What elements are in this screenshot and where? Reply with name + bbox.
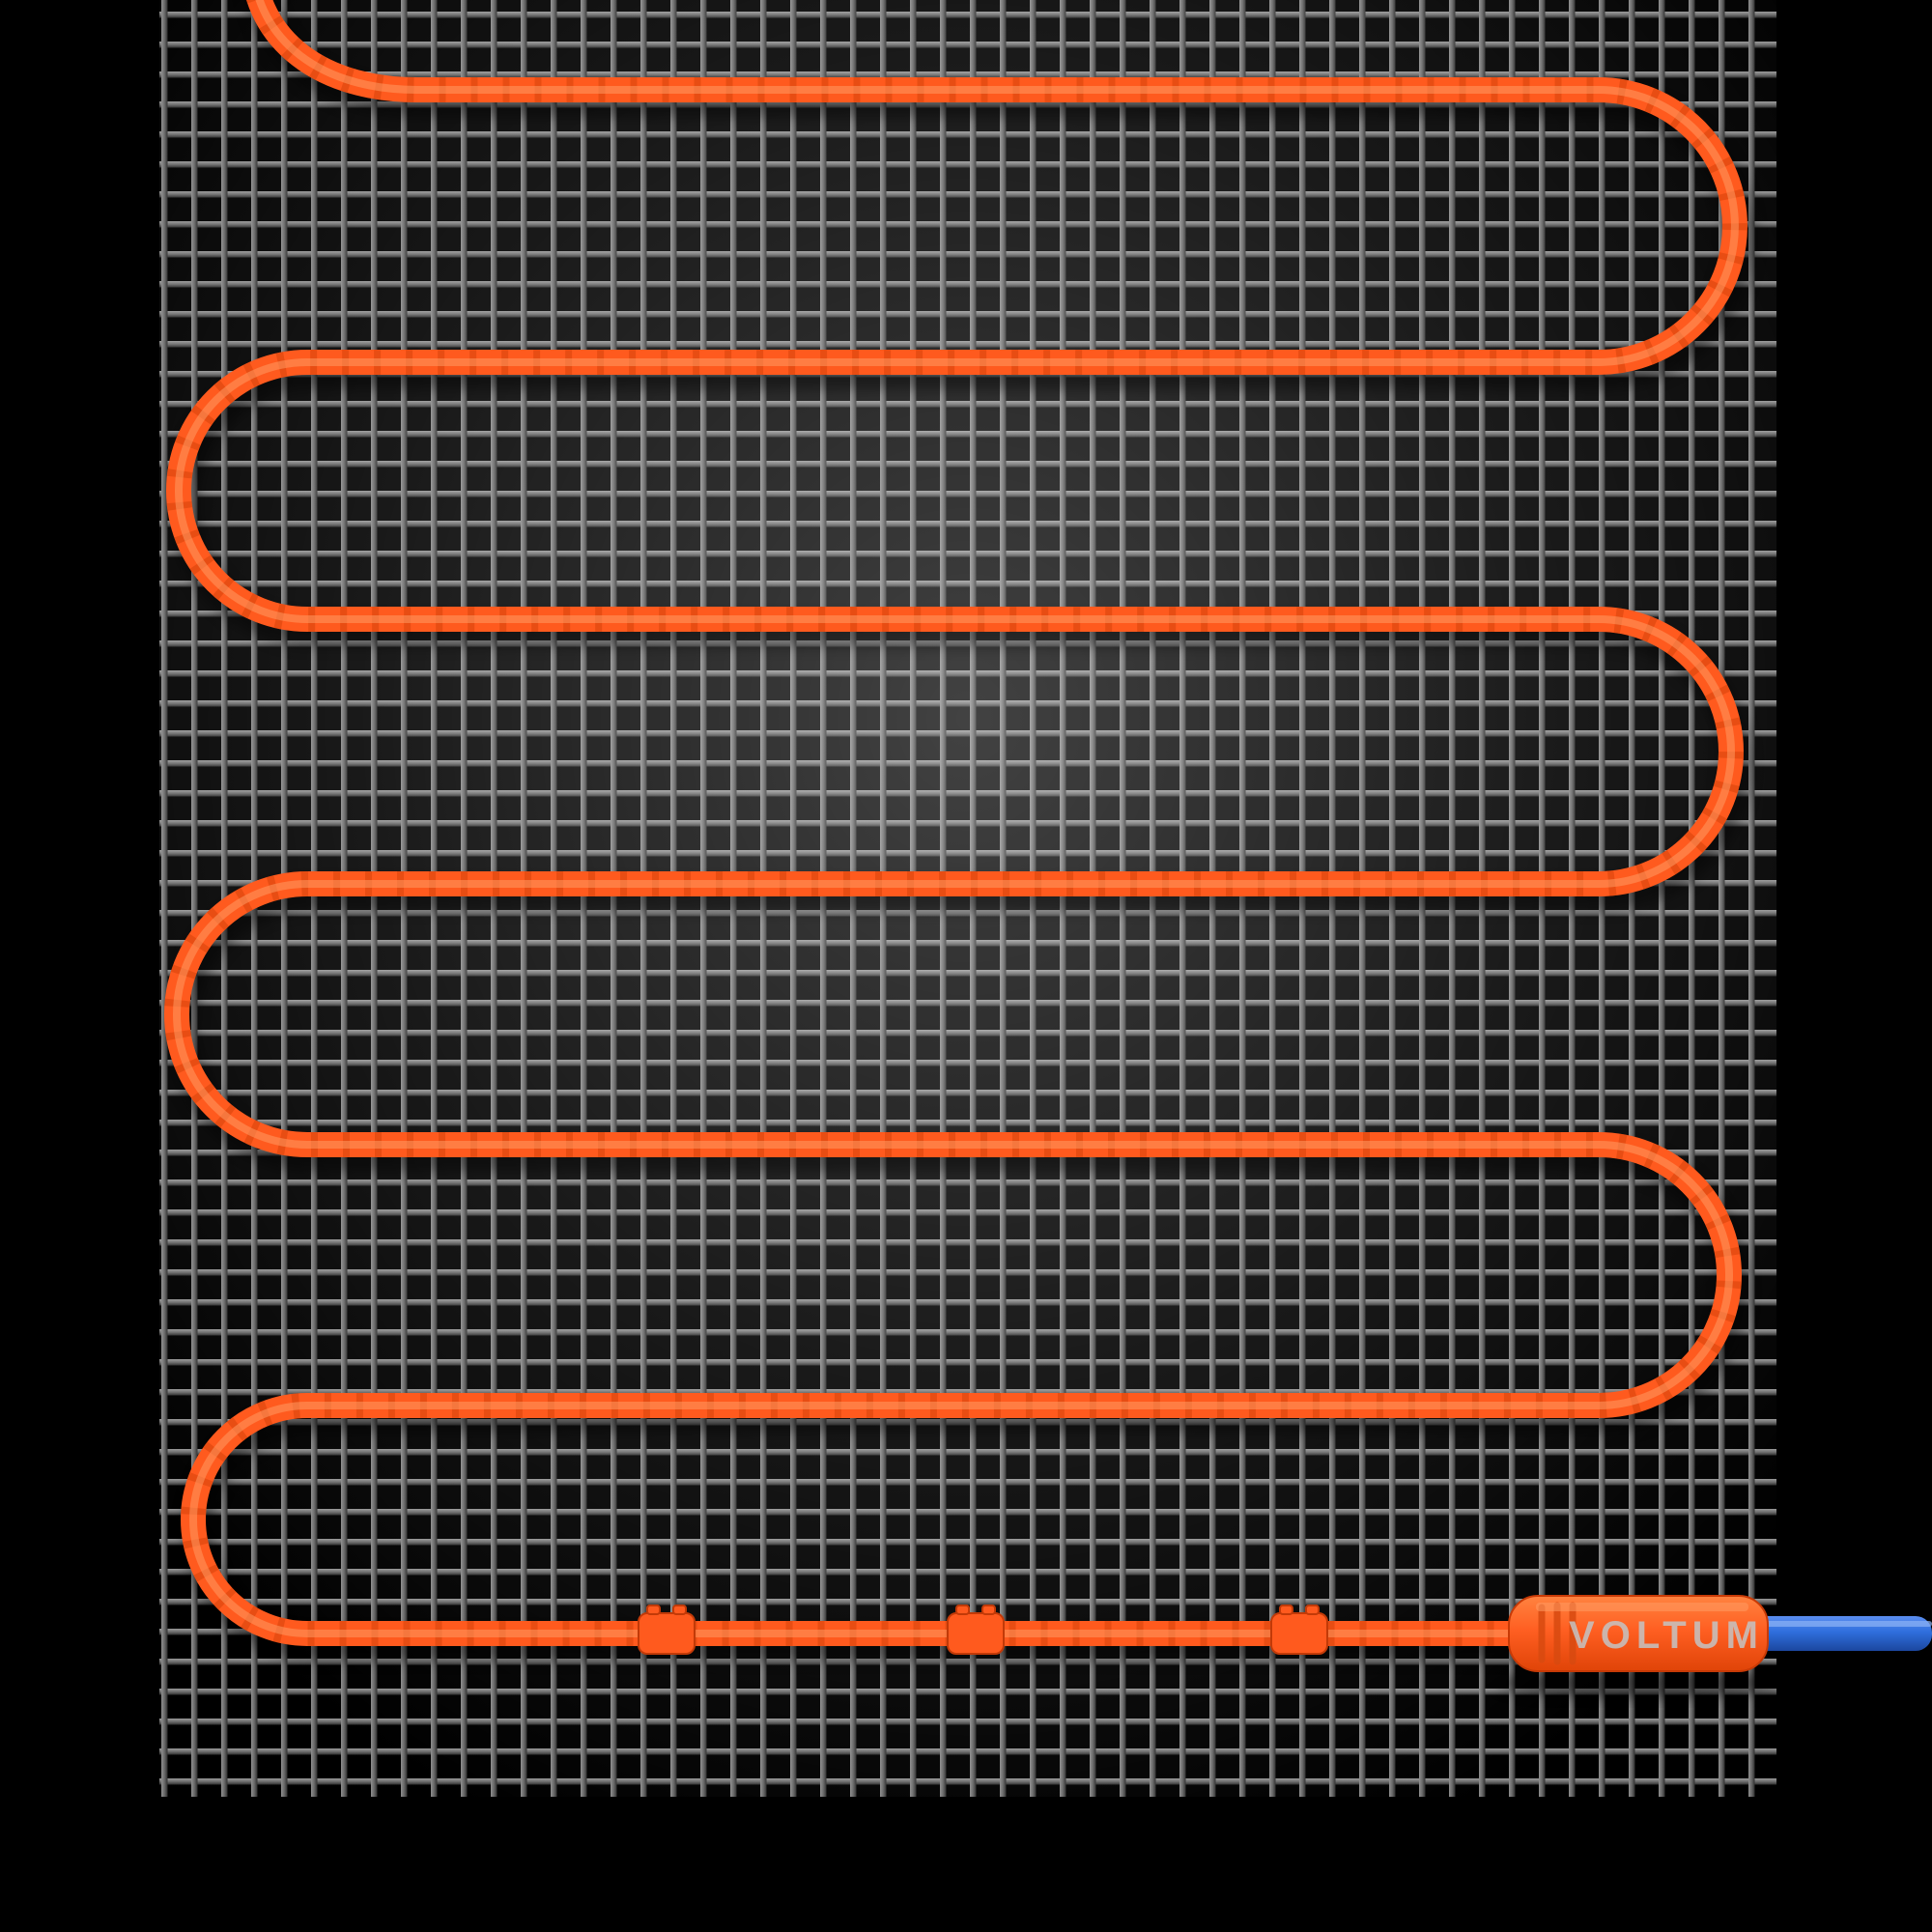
cable-clip bbox=[638, 1605, 696, 1655]
cable-clips bbox=[638, 1605, 1328, 1655]
cable-clip bbox=[1270, 1605, 1328, 1655]
connector-shadow bbox=[1497, 1667, 1787, 1698]
end-connector: VOLTUM bbox=[1497, 1595, 1787, 1698]
connector-top-sheen bbox=[1536, 1603, 1748, 1611]
brand-label: VOLTUM bbox=[1569, 1614, 1764, 1657]
cable-clip bbox=[947, 1605, 1005, 1655]
power-lead-highlight bbox=[1766, 1621, 1932, 1627]
connector-ribs bbox=[1538, 1602, 1577, 1665]
